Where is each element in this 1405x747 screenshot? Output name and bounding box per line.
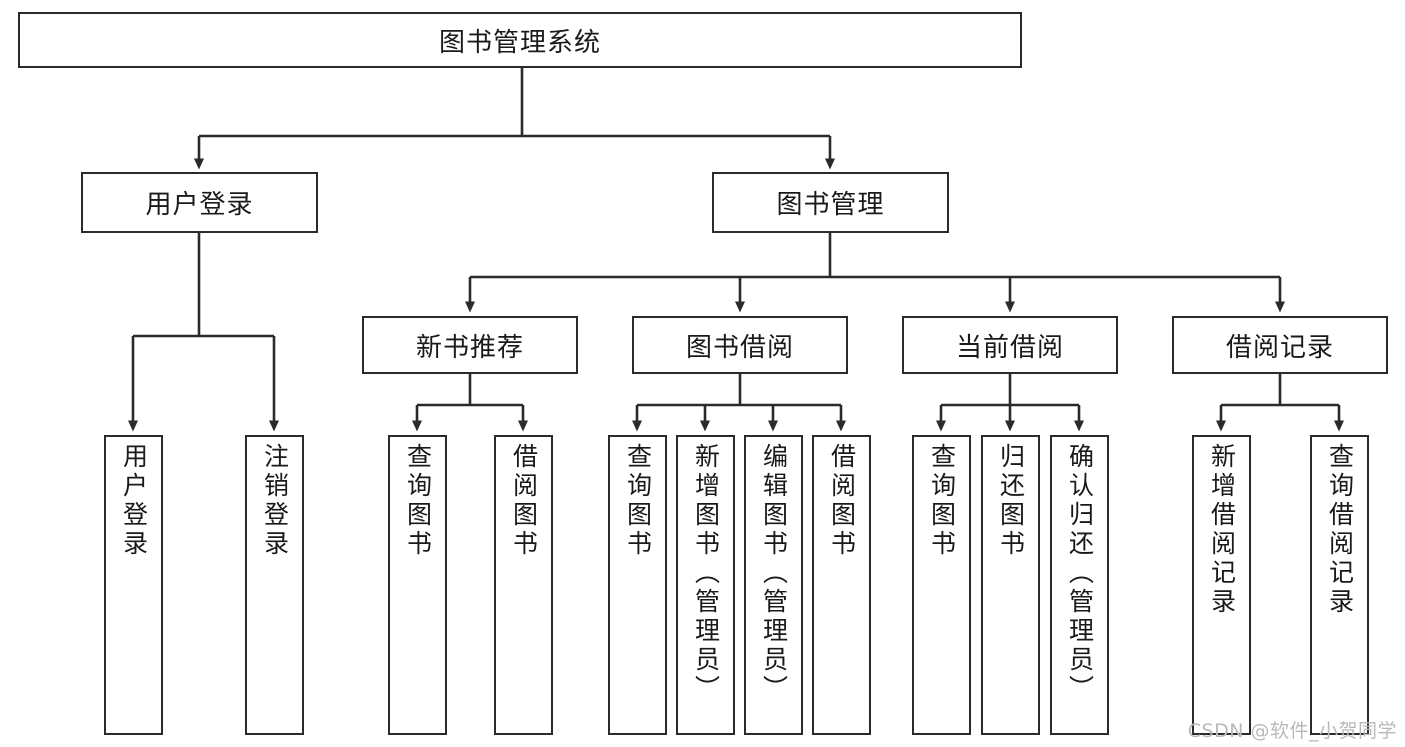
leaf-book-borrow-query-book[interactable]: 查询图书 — [608, 435, 667, 735]
node-label: 借阅记录 — [1225, 332, 1334, 363]
node-label: 新增借阅记录 — [1207, 443, 1237, 617]
node-label: 查询图书 — [623, 443, 653, 559]
leaf-current-borrow-query-book[interactable]: 查询图书 — [912, 435, 971, 735]
node-label: 查询图书 — [403, 443, 433, 559]
node-label: 新书推荐 — [415, 332, 524, 363]
node-label: 图书管理系统 — [438, 27, 601, 58]
node-root-book-management-system[interactable]: 图书管理系统 — [18, 12, 1022, 68]
node-new-book-recommend[interactable]: 新书推荐 — [362, 316, 578, 374]
node-current-borrow[interactable]: 当前借阅 — [902, 316, 1118, 374]
node-label: 图书借阅 — [685, 332, 794, 363]
node-label: 查询图书 — [927, 443, 957, 559]
node-book-borrow[interactable]: 图书借阅 — [632, 316, 848, 374]
leaf-book-borrow-add-book-admin[interactable]: 新增图书（管理员） — [676, 435, 735, 735]
node-label: 借阅图书 — [509, 443, 539, 559]
node-label: 图书管理 — [776, 190, 885, 220]
leaf-new-book-query-book[interactable]: 查询图书 — [388, 435, 447, 735]
leaf-user-login-logout[interactable]: 注销登录 — [245, 435, 304, 735]
leaf-borrow-record-add-record[interactable]: 新增借阅记录 — [1192, 435, 1251, 735]
node-book-management[interactable]: 图书管理 — [712, 172, 949, 233]
node-label: 注销登录 — [260, 443, 290, 559]
node-label: 归还图书 — [996, 443, 1026, 559]
leaf-book-borrow-borrow-book[interactable]: 借阅图书 — [812, 435, 871, 735]
node-label: 借阅图书 — [827, 443, 857, 559]
node-label: 新增图书（管理员） — [691, 443, 721, 704]
node-user-login[interactable]: 用户登录 — [81, 172, 318, 233]
node-label: 查询借阅记录 — [1325, 443, 1355, 617]
node-label: 用户登录 — [119, 443, 149, 559]
leaf-new-book-borrow-book[interactable]: 借阅图书 — [494, 435, 553, 735]
node-label: 编辑图书（管理员） — [759, 443, 789, 704]
node-label: 当前借阅 — [955, 332, 1064, 363]
node-borrow-record[interactable]: 借阅记录 — [1172, 316, 1388, 374]
node-label: 用户登录 — [145, 190, 254, 220]
watermark: CSDN @软件_小贺同学 — [1187, 720, 1397, 742]
leaf-current-borrow-confirm-return-admin[interactable]: 确认归还（管理员） — [1050, 435, 1109, 735]
leaf-current-borrow-return-book[interactable]: 归还图书 — [981, 435, 1040, 735]
leaf-borrow-record-query-record[interactable]: 查询借阅记录 — [1310, 435, 1369, 735]
leaf-user-login-login[interactable]: 用户登录 — [104, 435, 163, 735]
node-label: 确认归还（管理员） — [1065, 443, 1095, 704]
leaf-book-borrow-edit-book-admin[interactable]: 编辑图书（管理员） — [744, 435, 803, 735]
